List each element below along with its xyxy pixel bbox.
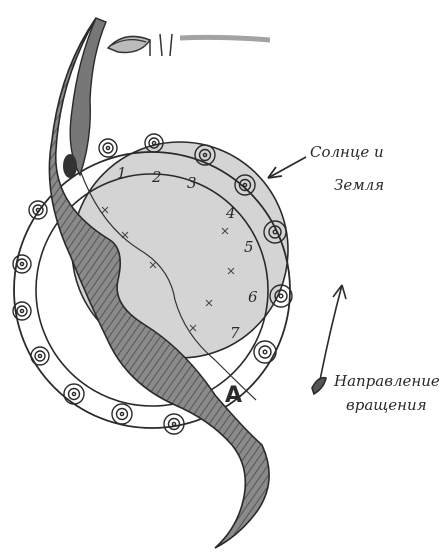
sun-earth-label-line2: Земля — [334, 176, 384, 194]
spiral-icon — [254, 341, 276, 363]
top-scribble — [108, 34, 270, 56]
spiral-icon — [64, 384, 84, 404]
number-2: 2 — [151, 168, 162, 186]
pointer-arrow — [268, 157, 306, 178]
number-1: 1 — [117, 164, 127, 182]
ring-dark-mark — [63, 154, 77, 178]
number-3: 3 — [187, 174, 197, 192]
spiral-icon — [31, 347, 49, 365]
number-7: 7 — [230, 324, 240, 342]
number-6: 6 — [248, 288, 258, 306]
rotation-label-line2: вращения — [346, 396, 427, 414]
number-4: 4 — [225, 204, 236, 222]
sun-earth-label-line1: Солнце и — [310, 143, 384, 161]
spiral-icon — [99, 139, 117, 157]
spiral-icon — [29, 201, 47, 219]
number-5: 5 — [244, 238, 254, 256]
s-band-top — [70, 18, 106, 175]
rotation-label-line1: Направление — [333, 372, 440, 390]
spiral-icon — [112, 404, 132, 424]
marker-a: A — [225, 383, 242, 408]
